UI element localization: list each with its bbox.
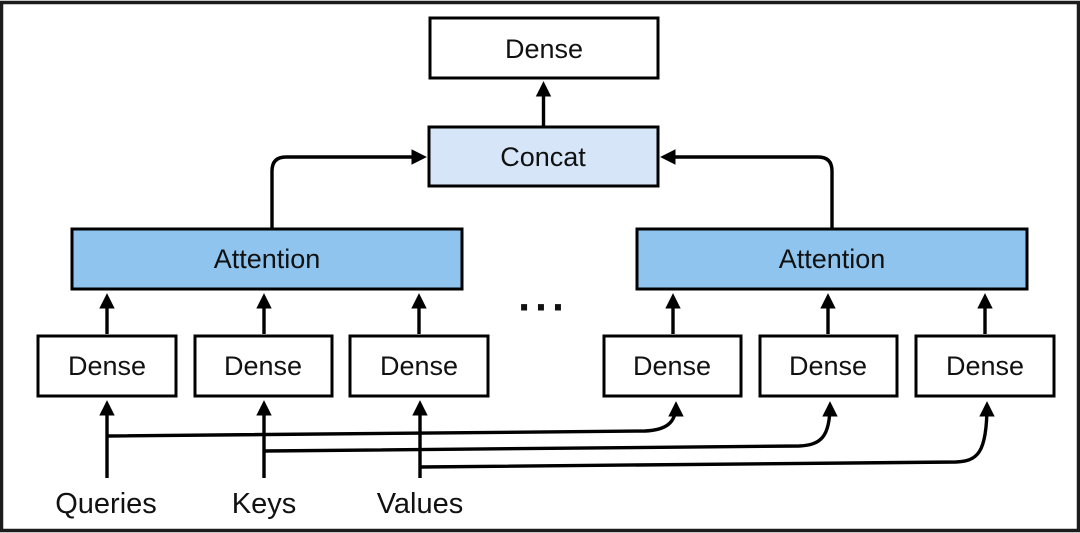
attention-left-box (70, 227, 464, 291)
node-attention-left: Attention (70, 227, 464, 291)
label-queries: Queries (55, 488, 157, 520)
concat-label: Concat (500, 142, 586, 172)
node-concat: Concat (427, 125, 660, 188)
dense-right-3-box (914, 334, 1056, 398)
dense-left-2-box (193, 334, 334, 398)
arrow-keys-to-dense-right-2 (263, 401, 838, 453)
dense-left-1-box (36, 334, 178, 398)
dense-right-1-box (602, 334, 743, 398)
dense-right-3-label: Dense (946, 351, 1024, 381)
dense-left-3-label: Dense (380, 351, 458, 381)
diagram-wires (99, 81, 995, 478)
node-dense-left-1: Dense (36, 334, 178, 398)
node-dense-left-3: Dense (348, 334, 490, 398)
label-values: Values (377, 488, 464, 520)
dense-right-2-box (758, 334, 899, 398)
dense-left-3-box (348, 334, 490, 398)
ellipsis-dots: ··· (518, 288, 569, 328)
output-dense-label: Dense (505, 34, 583, 64)
arrow-attention-right-to-concat (660, 149, 834, 229)
node-attention-right: Attention (635, 227, 1029, 291)
arrow-values-to-dense-right-3 (419, 401, 995, 469)
attention-left-label: Attention (214, 244, 321, 274)
attention-right-label: Attention (779, 244, 886, 274)
arrow-attention-left-to-concat (270, 149, 427, 229)
node-dense-right-1: Dense (602, 334, 743, 398)
output-dense-box (428, 16, 660, 80)
arrow-queries-to-dense-right-1 (106, 401, 684, 438)
dense-left-2-label: Dense (224, 351, 302, 381)
label-keys: Keys (232, 488, 296, 520)
dense-left-1-label: Dense (68, 351, 146, 381)
node-dense-right-3: Dense (914, 334, 1056, 398)
node-dense-left-2: Dense (193, 334, 334, 398)
node-dense-right-2: Dense (758, 334, 899, 398)
concat-box (427, 125, 660, 188)
node-output-dense: Dense (428, 16, 660, 80)
attention-right-box (635, 227, 1029, 291)
dense-right-2-label: Dense (789, 351, 867, 381)
dense-right-1-label: Dense (633, 351, 711, 381)
